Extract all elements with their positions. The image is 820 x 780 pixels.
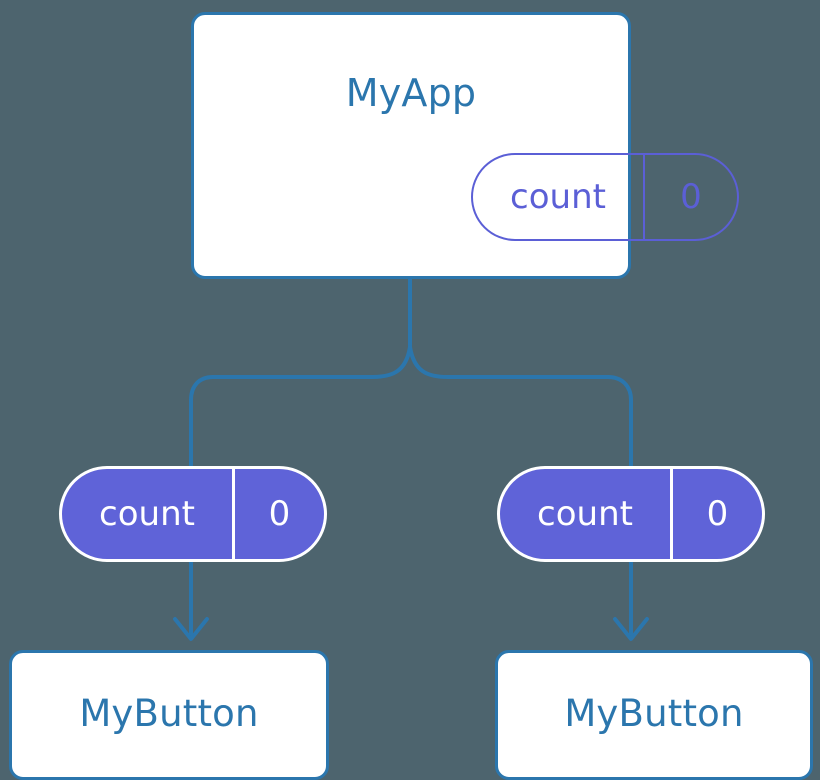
state-pill-key: count [510, 177, 606, 217]
branch-connector-left [189, 345, 412, 468]
state-pill-value: 0 [232, 469, 324, 559]
component-title-mybutton-left: MyButton [79, 692, 259, 735]
component-card-mybutton-right[interactable]: MyButton [495, 650, 813, 780]
state-pill-myapp-count[interactable]: count 0 [471, 153, 739, 241]
component-card-myapp[interactable]: MyApp count 0 [191, 12, 739, 279]
state-pill-value: 0 [670, 469, 762, 559]
branch-connector-right [408, 345, 633, 468]
component-card-mybutton-left[interactable]: MyButton [9, 650, 329, 780]
component-title-myapp: MyApp [345, 71, 477, 115]
state-pill-left-count[interactable]: count 0 [59, 466, 327, 562]
component-title-mybutton-right: MyButton [564, 692, 744, 735]
state-pill-right-count[interactable]: count 0 [497, 466, 765, 562]
arrow-left-head [173, 617, 209, 641]
state-pill-value: 0 [643, 155, 737, 239]
arrow-right-head [613, 617, 649, 641]
state-pill-key: count [99, 494, 195, 534]
state-pill-key: count [537, 494, 633, 534]
